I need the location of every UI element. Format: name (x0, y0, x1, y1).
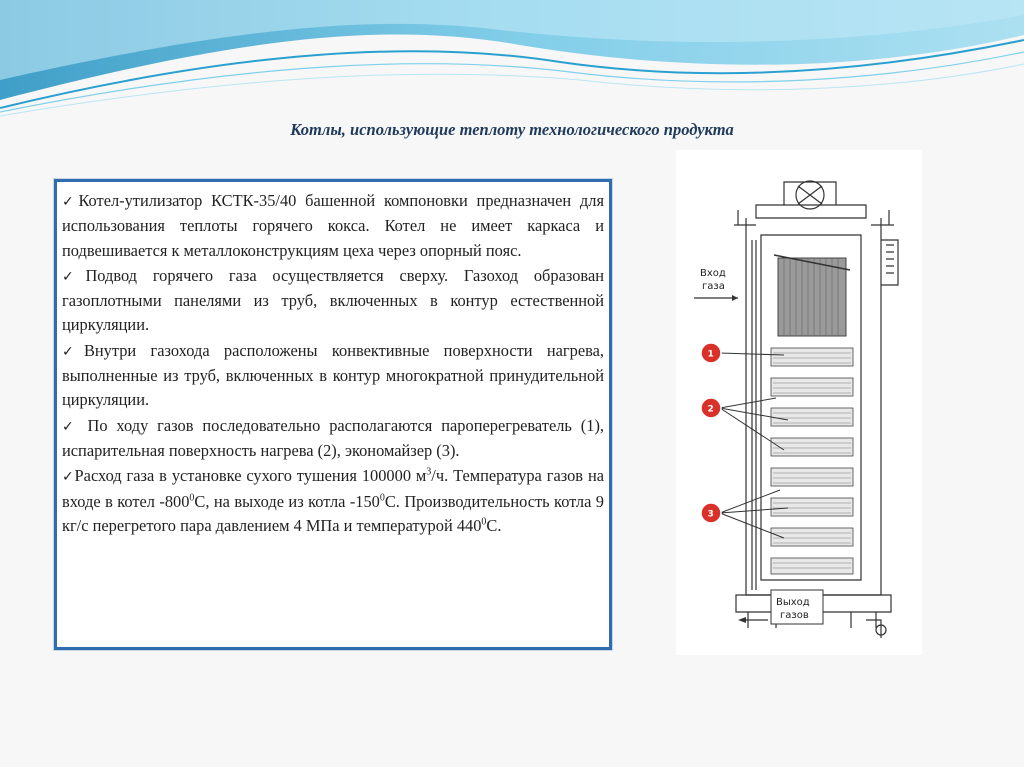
svg-text:1: 1 (708, 350, 714, 360)
inlet-label-2: газа (702, 281, 725, 292)
checkmark-icon: ✓ (62, 343, 84, 360)
checkmark-icon: ✓ (62, 469, 75, 486)
outlet-label: Выход (776, 597, 810, 608)
marker-2: 2 (700, 397, 722, 419)
slide-title: Котлы, использующие теплоту технологичес… (290, 120, 734, 139)
marker-3: 3 (700, 502, 722, 524)
svg-text:3: 3 (708, 510, 714, 520)
checkmark-icon: ✓ (62, 194, 79, 210)
paragraph-3: ✓Внутри газохода расположены конвективны… (62, 340, 604, 410)
marker-1: 1 (700, 342, 722, 364)
paragraph-4: ✓ По ходу газов последовательно располаг… (62, 415, 605, 460)
inlet-label: Вход (700, 268, 726, 279)
boiler-diagram: Вход газа Выход газов 1 2 3 (676, 150, 922, 655)
paragraph-5: ✓Расход газа в установке сухого тушения … (62, 466, 605, 535)
inlet-arrow-icon (732, 295, 738, 301)
description-box: ✓Котел-утилизатор КСТК-35/40 башенной ко… (54, 179, 612, 650)
header-wave-decoration (0, 0, 1024, 117)
checkmark-icon: ✓ (62, 268, 86, 285)
outlet-arrow-icon (738, 617, 746, 623)
svg-text:2: 2 (708, 405, 714, 415)
paragraph-2: ✓Подвод горячего газа осуществляется све… (62, 265, 605, 335)
paragraph-1: ✓Котел-утилизатор КСТК-35/40 башенной ко… (62, 191, 604, 260)
outlet-label-2: газов (780, 610, 809, 621)
checkmark-icon: ✓ (62, 418, 79, 435)
